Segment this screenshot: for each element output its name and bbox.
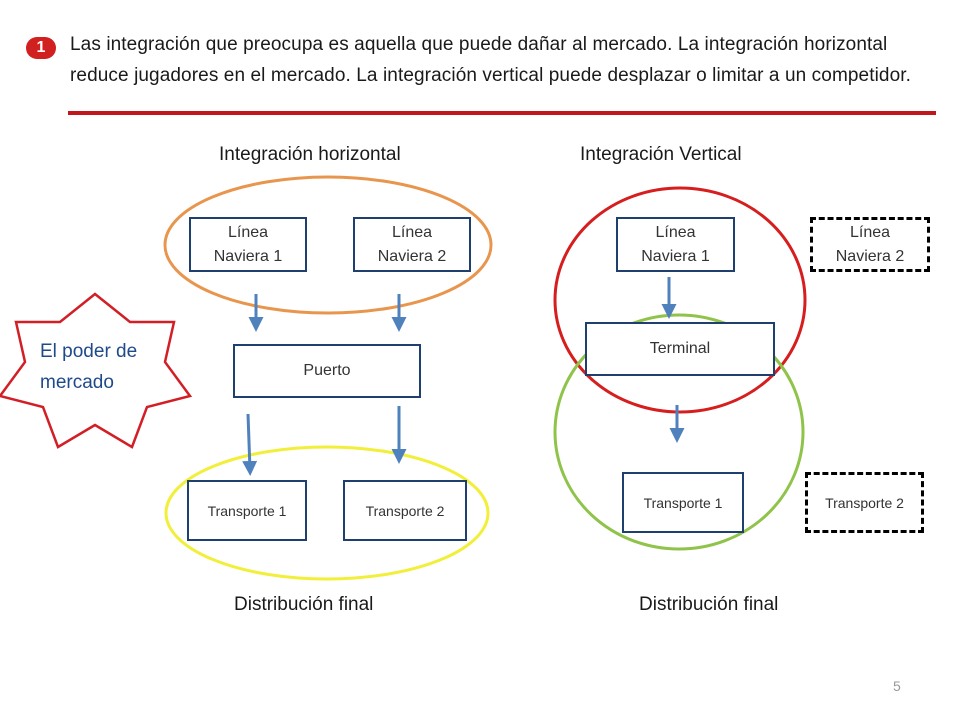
terminal-box: Terminal xyxy=(585,322,775,376)
naviera-2-box-horizontal: Línea Naviera 2 xyxy=(353,217,471,272)
horizontal-title: Integración horizontal xyxy=(219,144,401,165)
transporte-2-box-horizontal: Transporte 2 xyxy=(343,480,467,541)
green-circle xyxy=(553,313,805,551)
yellow-oval xyxy=(164,445,490,581)
box-label: Transporte 1 xyxy=(207,502,287,519)
slide-number-badge: 1 xyxy=(26,37,56,59)
box-label: Puerto xyxy=(303,362,351,379)
transporte-1-box-vertical: Transporte 1 xyxy=(622,472,744,533)
box-label: Línea Naviera 2 xyxy=(377,223,447,265)
box-label: Línea Naviera 2 xyxy=(835,223,905,265)
horizontal-footer: Distribución final xyxy=(234,594,374,615)
star-shape xyxy=(0,292,193,449)
box-label: Línea Naviera 1 xyxy=(213,223,283,265)
puerto-box: Puerto xyxy=(233,344,421,398)
orange-oval xyxy=(163,175,493,315)
naviera-1-box-vertical: Línea Naviera 1 xyxy=(616,217,735,272)
header-text: Las integración que preocupa es aquella … xyxy=(70,34,912,86)
box-label: Transporte 2 xyxy=(365,502,445,519)
box-label: Transporte 2 xyxy=(825,494,904,511)
box-label: Terminal xyxy=(649,340,711,357)
naviera-2-box-vertical: Línea Naviera 2 xyxy=(810,217,930,272)
vertical-title: Integración Vertical xyxy=(580,144,742,165)
arrow-icon xyxy=(242,413,258,476)
star-label-text: El poder de mercado xyxy=(40,341,138,393)
naviera-1-box-horizontal: Línea Naviera 1 xyxy=(189,217,307,272)
transporte-1-box-horizontal: Transporte 1 xyxy=(187,480,307,541)
red-circle xyxy=(553,186,807,414)
star-label: El poder de mercado xyxy=(40,336,160,398)
vertical-footer: Distribución final xyxy=(639,594,779,615)
box-label: Transporte 1 xyxy=(643,494,723,511)
transporte-2-box-vertical: Transporte 2 xyxy=(805,472,924,533)
box-label: Línea Naviera 1 xyxy=(641,223,710,265)
page-number: 5 xyxy=(893,678,901,694)
